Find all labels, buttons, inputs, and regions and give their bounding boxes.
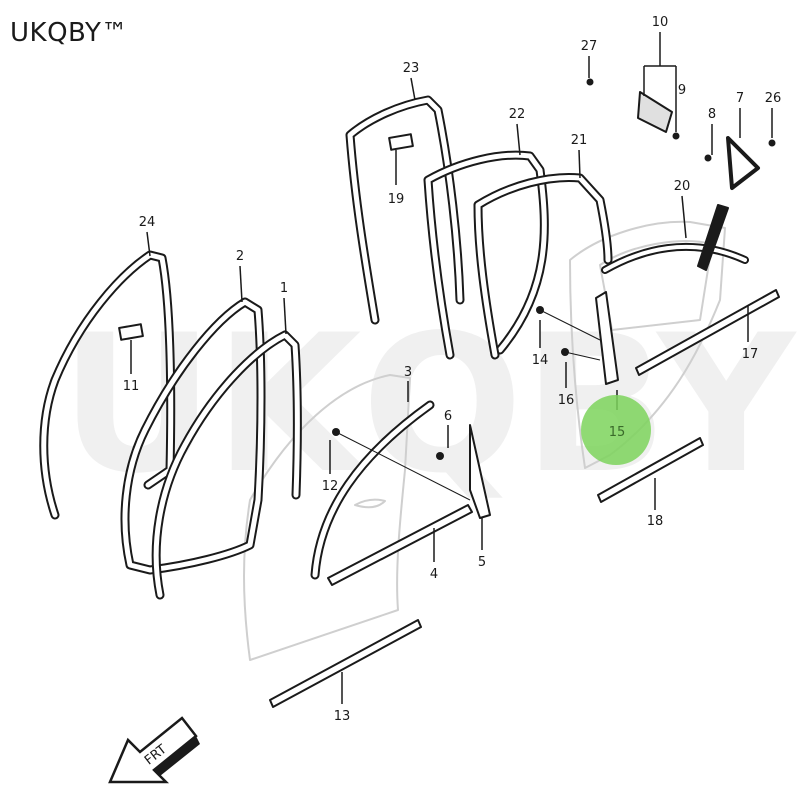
front-direction-arrow: FRT <box>108 716 200 784</box>
weatherstrip-23-inner <box>347 97 463 323</box>
rear-door-outline <box>569 220 726 469</box>
molding-4 <box>327 504 473 586</box>
moldings <box>118 91 780 708</box>
clip-8 <box>704 154 712 162</box>
trim-10-panel <box>637 91 673 133</box>
pad-19 <box>388 133 414 151</box>
clip-6 <box>436 452 444 460</box>
weatherstrip-22-inner <box>425 152 547 358</box>
callout-26: 26 <box>765 91 782 106</box>
callout-6: 6 <box>444 409 452 424</box>
callout-13: 13 <box>334 709 351 724</box>
fasteners <box>332 78 776 460</box>
rear-door-window <box>599 240 713 331</box>
callout-labels: 24 2 1 23 22 21 19 11 3 6 12 4 5 13 14 1… <box>123 15 782 724</box>
callout-17: 17 <box>742 347 759 362</box>
molding-17 <box>635 289 780 376</box>
weatherstrip-21-inner <box>475 175 611 358</box>
front-door-outline <box>243 374 411 661</box>
callout-21: 21 <box>571 133 588 148</box>
weatherstrip-2-inner <box>122 299 264 573</box>
callout-4: 4 <box>430 567 438 582</box>
weatherstrips <box>39 95 749 600</box>
callout-8: 8 <box>708 107 716 122</box>
weatherstrip-20-inner <box>603 244 747 272</box>
callout-18: 18 <box>647 514 664 529</box>
weatherstrip-1-inner <box>153 332 300 598</box>
callout-12: 11 <box>123 379 140 394</box>
molding-13 <box>269 619 422 708</box>
front-door-handle <box>354 498 386 509</box>
clip-9 <box>672 132 680 140</box>
molding-18 <box>597 437 704 503</box>
leader-lines <box>130 32 773 704</box>
bracket-20 <box>697 204 729 271</box>
callout-11: 12 <box>322 479 339 494</box>
clip-26 <box>768 139 776 147</box>
callout-27: 27 <box>581 39 598 54</box>
callout-23: 23 <box>403 61 420 76</box>
pillar-5 <box>469 424 491 519</box>
callout-20: 20 <box>674 179 691 194</box>
callout-10: 10 <box>652 15 669 30</box>
callout-3: 3 <box>404 365 412 380</box>
callout-24: 24 <box>139 215 156 230</box>
door-outlines <box>243 220 726 661</box>
callout-19: 19 <box>388 192 405 207</box>
callout-5: 5 <box>478 555 486 570</box>
callout-15: 15 <box>609 425 626 440</box>
pad-12 <box>118 323 144 341</box>
callout-7: 7 <box>736 91 744 106</box>
callout-2: 2 <box>236 249 244 264</box>
brand-logo: UKQBY™ <box>10 18 128 48</box>
arrow-shadow <box>154 736 200 776</box>
callout-16: 16 <box>558 393 575 408</box>
callout-1: 1 <box>280 281 288 296</box>
weatherstrip-3-inner <box>312 402 433 578</box>
highlight-15 <box>581 395 651 465</box>
callout-14: 14 <box>532 353 549 368</box>
weatherstrip-24-inner <box>41 252 174 518</box>
triangle-7 <box>726 136 760 190</box>
callout-9: 9 <box>678 83 686 98</box>
pillar-15 <box>595 291 619 385</box>
clip-27 <box>586 78 594 86</box>
arrow-shape <box>108 716 198 784</box>
callout-22: 22 <box>509 107 526 122</box>
